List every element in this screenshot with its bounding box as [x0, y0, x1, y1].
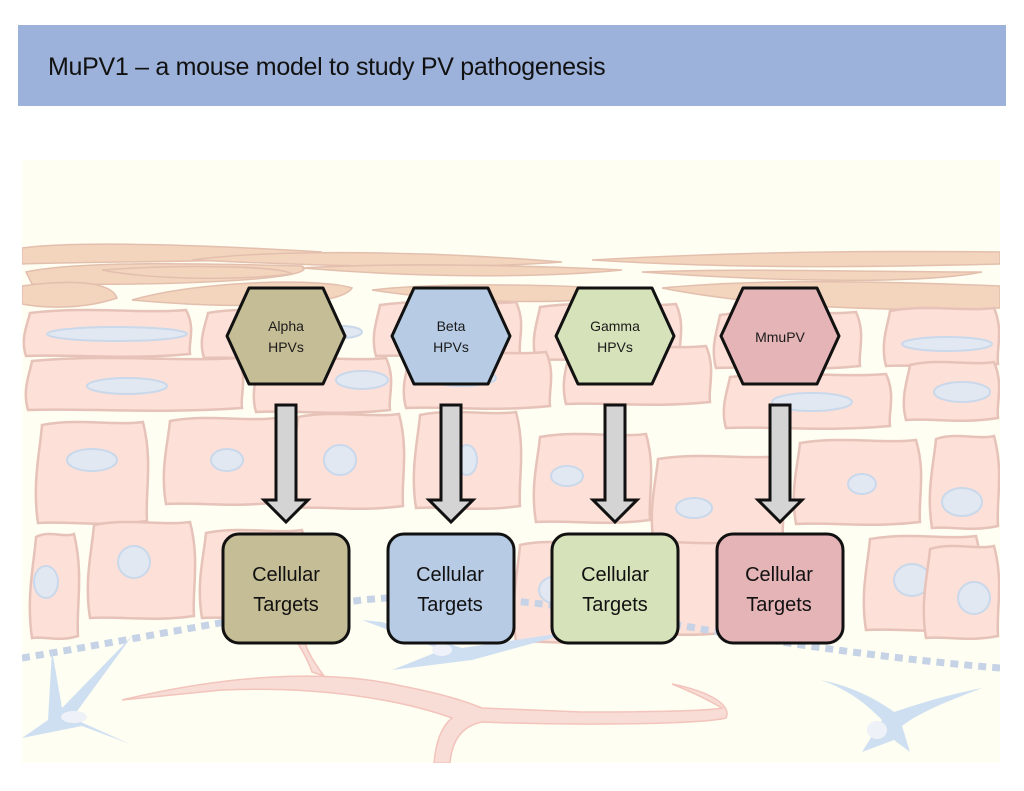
keratinocyte — [34, 420, 150, 525]
cell-nucleus — [675, 497, 713, 519]
cell-nucleus — [210, 448, 244, 472]
column-beta — [386, 286, 516, 645]
keratin-flake — [22, 281, 118, 308]
target-line1: Cellular — [745, 564, 813, 586]
cell-nucleus — [771, 392, 853, 412]
cell-nucleus — [901, 336, 993, 352]
cell-nucleus — [46, 326, 188, 342]
keratin-flake — [101, 265, 294, 280]
cell-nucleus — [323, 444, 357, 476]
dermal-cell — [362, 620, 582, 670]
dermal-cell — [22, 636, 132, 744]
target-label-mmupv: Cellular Targets — [715, 560, 843, 620]
cell-nucleus — [86, 377, 168, 395]
down-arrow-gamma — [589, 403, 641, 525]
cell-nucleus — [941, 487, 983, 517]
cell-nucleus — [957, 581, 991, 615]
target-line2: Targets — [417, 594, 483, 616]
target-line1: Cellular — [416, 564, 484, 586]
cellular-targets-box-alpha — [221, 532, 351, 645]
target-line2: Targets — [253, 594, 319, 616]
keratin-flake — [591, 250, 1000, 268]
down-arrow-mmupv — [754, 403, 806, 525]
cellular-targets-box-beta — [386, 532, 516, 645]
virus-hexagon-beta — [390, 286, 512, 386]
virus-hexagon-gamma — [554, 286, 676, 386]
dermal-cell-nucleus — [61, 711, 87, 723]
keratin-flake — [191, 251, 563, 268]
target-line1: Cellular — [252, 564, 320, 586]
virus-name-line1: Beta — [436, 318, 466, 334]
dermal-cell — [820, 680, 982, 752]
cellular-targets-box-mmupv — [715, 532, 845, 645]
cell-nucleus — [33, 565, 59, 599]
virus-name-line2: HPVs — [268, 339, 304, 355]
column-gamma — [550, 286, 680, 645]
virus-label-gamma: Gamma HPVs — [555, 316, 675, 358]
slide-title: MuPV1 – a mouse model to study PV pathog… — [48, 53, 606, 81]
target-line2: Targets — [582, 594, 648, 616]
down-arrow-beta — [425, 403, 477, 525]
dermal-cell-nucleus — [432, 644, 452, 656]
keratin-flake — [641, 269, 983, 282]
dermal-cell-nucleus — [867, 721, 887, 739]
cell-nucleus — [66, 448, 118, 472]
virus-label-beta: Beta HPVs — [391, 316, 511, 358]
virus-name-line1: MmuPV — [755, 329, 805, 345]
cell-nucleus — [550, 465, 584, 487]
virus-label-mmupv: MmuPV — [720, 327, 840, 348]
virus-hexagon-alpha — [225, 286, 347, 386]
target-line2: Targets — [746, 594, 812, 616]
target-line1: Cellular — [581, 564, 649, 586]
virus-name-line1: Gamma — [590, 318, 640, 334]
target-label-alpha: Cellular Targets — [222, 560, 350, 620]
cellular-targets-box-gamma — [550, 532, 680, 645]
title-banner: MuPV1 – a mouse model to study PV pathog… — [18, 25, 1006, 106]
keratin-flake — [301, 264, 623, 277]
cell-nucleus — [335, 370, 389, 390]
virus-hexagon-mmupv — [719, 286, 841, 386]
target-label-beta: Cellular Targets — [386, 560, 514, 620]
virus-name-line1: Alpha — [268, 318, 304, 334]
cell-nucleus — [117, 545, 151, 579]
cell-nucleus — [933, 381, 991, 403]
down-arrow-alpha — [260, 403, 312, 525]
virus-name-line2: HPVs — [597, 339, 633, 355]
virus-label-alpha: Alpha HPVs — [226, 316, 346, 358]
cell-nucleus — [847, 473, 877, 495]
target-label-gamma: Cellular Targets — [551, 560, 679, 620]
column-mmupv — [715, 286, 845, 645]
virus-name-line2: HPVs — [433, 339, 469, 355]
column-alpha — [221, 286, 351, 645]
